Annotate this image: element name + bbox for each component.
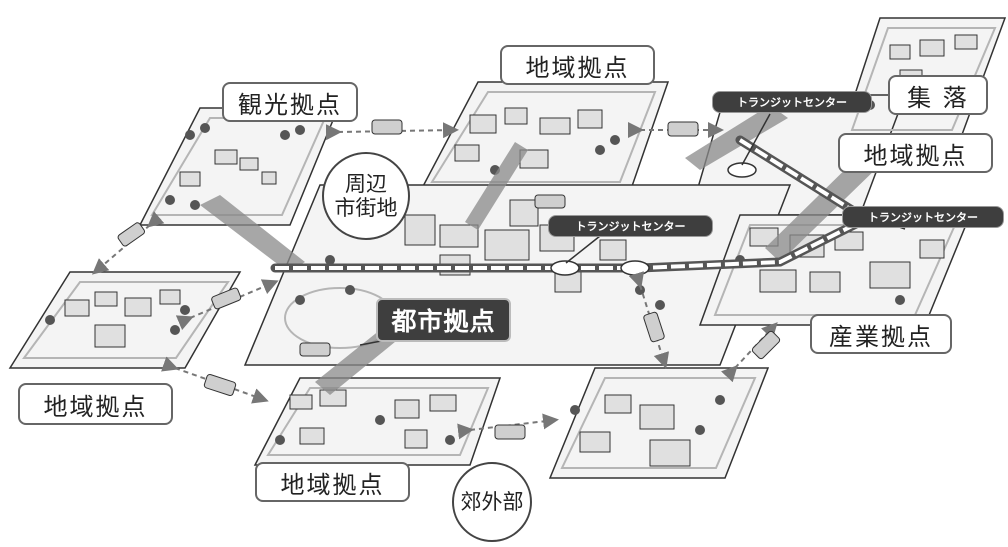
label-kogaibu: 郊外部 — [452, 462, 532, 542]
trees — [45, 75, 965, 445]
label-shuhen-line1: 周辺 — [345, 171, 387, 196]
label-toshi-kyoten: 都市拠点 — [376, 298, 511, 342]
label-chiiki-kyoten-top: 地域拠点 — [500, 45, 655, 85]
label-transit-center-top: トランジットセンター — [712, 91, 872, 113]
district-chiiki-top — [418, 81, 670, 193]
label-kogaibu-text: 郊外部 — [460, 489, 524, 514]
label-transit-center-right: トランジットセンター — [842, 206, 1004, 228]
buildings — [64, 34, 978, 467]
label-chiiki-kyoten-right: 地域拠点 — [838, 133, 993, 173]
label-chiiki-kyoten-bottom: 地域拠点 — [255, 462, 410, 502]
label-chiiki-kyoten-left: 地域拠点 — [18, 383, 173, 425]
label-shuraku: 集 落 — [888, 75, 988, 115]
district-chiiki-left — [8, 271, 242, 369]
label-shuhen-line2: 市街地 — [334, 196, 398, 220]
district-kanko — [138, 107, 340, 226]
label-transit-center-center: トランジットセンター — [548, 215, 713, 237]
label-shuhen-shigaichi: 周辺 市街地 — [322, 152, 410, 240]
label-kanko-kyoten: 観光拠点 — [222, 82, 358, 122]
vehicles — [117, 119, 781, 440]
label-sangyo-kyoten: 産業拠点 — [810, 314, 952, 354]
